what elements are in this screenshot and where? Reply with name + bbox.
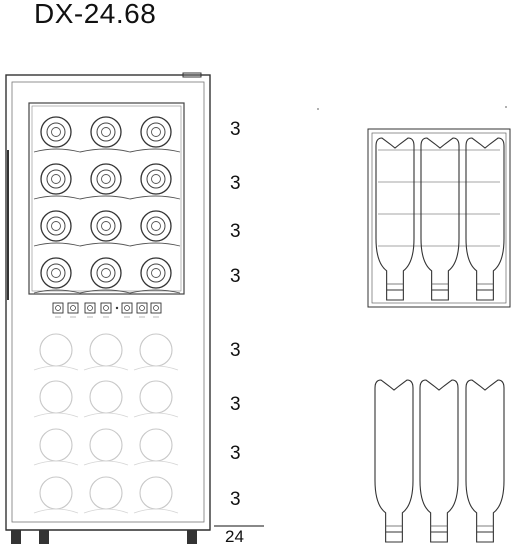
- cabinet: [5, 72, 211, 544]
- shelf-count-3: 3: [230, 221, 241, 242]
- shelf-count-4: 3: [230, 266, 241, 287]
- bottle-end-faded: [133, 476, 179, 514]
- shelf-count-7: 3: [230, 443, 241, 464]
- bottle-end: [90, 116, 122, 148]
- control-temp-down-icon[interactable]: [52, 302, 64, 318]
- bottle-end: [140, 116, 172, 148]
- upper-window: [28, 102, 185, 295]
- bottle-end-faded: [133, 333, 179, 371]
- hinge-top: [182, 72, 202, 78]
- upper-shelves: [33, 148, 181, 294]
- bottle-end-faded: [33, 428, 79, 466]
- bottle-end-faded: [33, 476, 79, 514]
- bottle-end-faded: [33, 333, 79, 371]
- bottle-end: [90, 257, 122, 289]
- bottle-end-faded: [33, 380, 79, 418]
- rack-frame-inner: [371, 132, 507, 304]
- bottle-end: [140, 210, 172, 242]
- control-panel: [52, 302, 162, 318]
- upper-bottle-grid: [40, 116, 172, 289]
- bottle-end-faded: [83, 428, 129, 466]
- cabinet-outline: [5, 74, 211, 531]
- shelf-count-8: 3: [230, 489, 241, 510]
- bottle-end-faded: [83, 333, 129, 371]
- rack-slats: [378, 149, 500, 247]
- control-temp-up-icon[interactable]: [150, 302, 162, 318]
- foot-left-2: [39, 530, 49, 544]
- lower-bottle-grid: [33, 333, 179, 514]
- side-bottle: [419, 379, 459, 543]
- bottle-end-faded: [133, 428, 179, 466]
- bottle-end: [40, 210, 72, 242]
- shelf-count-5: 3: [230, 340, 241, 361]
- foot-left: [11, 530, 21, 544]
- side-bottle: [465, 379, 505, 543]
- side-bottle: [420, 137, 460, 301]
- control-display-icon[interactable]: [121, 302, 133, 318]
- shelf-count-1: 3: [230, 119, 241, 140]
- bottle-end-faded: [133, 380, 179, 418]
- dot-mark: [505, 106, 507, 108]
- shelf-count-2: 3: [230, 173, 241, 194]
- side-bottle: [375, 137, 415, 301]
- bottle-end-faded: [83, 476, 129, 514]
- bottle-end: [140, 257, 172, 289]
- bottle-end-faded: [83, 380, 129, 418]
- side-bottles-upper: [375, 137, 505, 301]
- shelf-rail: [33, 242, 181, 247]
- bottle-end: [90, 210, 122, 242]
- shelf-count-6: 3: [230, 394, 241, 415]
- model-title: DX-24.68: [34, 0, 157, 29]
- control-light-icon[interactable]: [100, 302, 112, 318]
- side-bottle: [374, 379, 414, 543]
- foot-right: [187, 530, 197, 544]
- control-temp-down-icon[interactable]: [136, 302, 148, 318]
- shelf-rail: [33, 148, 181, 153]
- side-bottle: [465, 137, 505, 301]
- total-capacity: 24: [225, 527, 244, 546]
- bottle-end: [90, 163, 122, 195]
- bottle-end: [40, 163, 72, 195]
- bottle-end: [140, 163, 172, 195]
- side-view-lower-bottles: [374, 379, 505, 543]
- shelf-rail: [33, 289, 181, 294]
- bottle-end: [40, 116, 72, 148]
- bottle-end: [40, 257, 72, 289]
- indicator-dot: [115, 306, 119, 310]
- door-frame: [11, 81, 205, 523]
- control-display-icon[interactable]: [84, 302, 96, 318]
- side-view-upper-rack: [367, 128, 511, 308]
- rack-frame-outer: [367, 128, 511, 308]
- control-temp-up-icon[interactable]: [67, 302, 79, 318]
- upper-window-inner: [31, 105, 182, 292]
- shelf-rail: [33, 195, 181, 200]
- dot-mark: [317, 108, 319, 110]
